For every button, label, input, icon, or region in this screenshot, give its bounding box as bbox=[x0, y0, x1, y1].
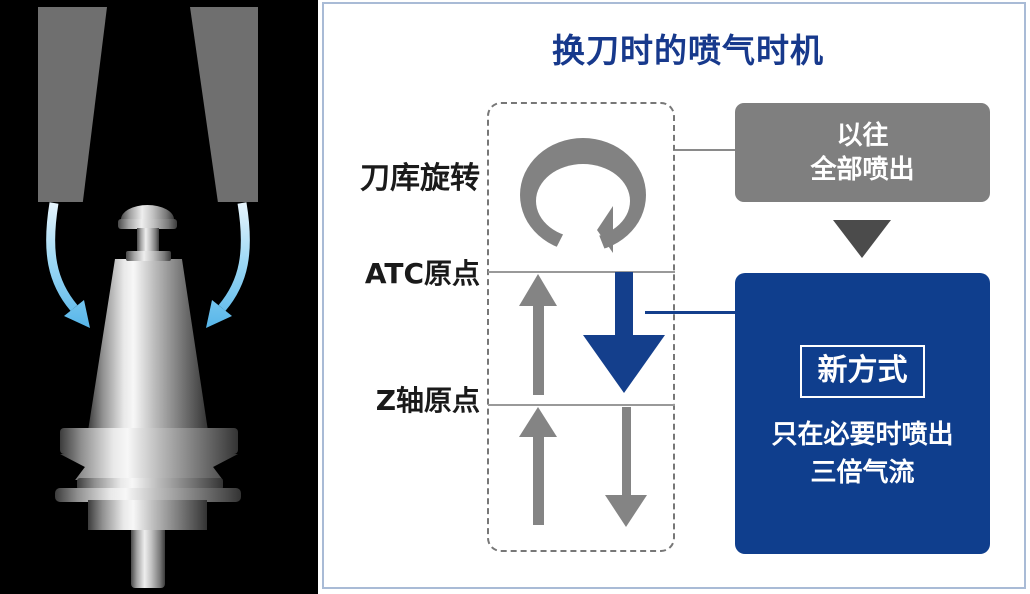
down-arrow-head bbox=[605, 495, 647, 527]
transition-arrow-icon bbox=[833, 220, 891, 258]
label-atc-origin: ATC原点 bbox=[364, 257, 480, 290]
pull-stud-disc bbox=[118, 219, 177, 229]
timing-dashed-box bbox=[487, 102, 675, 552]
flange-v-groove bbox=[60, 454, 238, 480]
legacy-method-box: 以往 全部喷出 bbox=[735, 103, 990, 202]
holder-body bbox=[88, 500, 207, 530]
up-arrow-1-shaft bbox=[533, 305, 544, 395]
taper-cone bbox=[88, 259, 208, 431]
flange-bottom-ring bbox=[55, 488, 241, 502]
pull-stud-neck bbox=[137, 228, 159, 254]
legacy-line-2: 全部喷出 bbox=[810, 154, 915, 185]
pull-stud-dome bbox=[121, 205, 174, 223]
blue-down-arrow-shaft bbox=[615, 272, 633, 335]
new-method-line-2: 三倍气流 bbox=[810, 458, 915, 488]
new-method-badge: 新方式 bbox=[800, 345, 925, 398]
holder-shaft bbox=[131, 530, 165, 588]
atc-origin-line bbox=[488, 271, 675, 273]
label-z-origin: Z轴原点 bbox=[375, 384, 480, 417]
legacy-connector-line bbox=[675, 149, 735, 151]
flange-top-ring bbox=[60, 428, 238, 454]
blue-down-arrow-head bbox=[583, 335, 665, 393]
new-connector-line bbox=[645, 311, 735, 314]
air-blow-down-arrows-icon bbox=[46, 202, 250, 328]
up-arrow-1-head bbox=[519, 274, 557, 306]
diagram-title: 换刀时的喷气时机 bbox=[552, 31, 824, 70]
pull-stud-collar bbox=[126, 251, 171, 261]
new-method-line-1: 只在必要时喷出 bbox=[771, 420, 954, 450]
legacy-line-1: 以往 bbox=[836, 120, 889, 151]
machine-photo-panel bbox=[0, 0, 318, 594]
tool-holder-illustration bbox=[0, 0, 318, 594]
magazine-rotation-arrow-icon bbox=[520, 138, 646, 265]
label-magazine-rotation: 刀库旋转 bbox=[360, 161, 480, 196]
up-arrow-2-head bbox=[519, 407, 557, 437]
z-origin-line bbox=[488, 404, 675, 406]
down-arrow-shaft bbox=[622, 407, 631, 495]
up-arrow-2-shaft bbox=[533, 436, 544, 525]
flange-mid-ring bbox=[77, 478, 223, 490]
new-method-box bbox=[735, 273, 990, 554]
